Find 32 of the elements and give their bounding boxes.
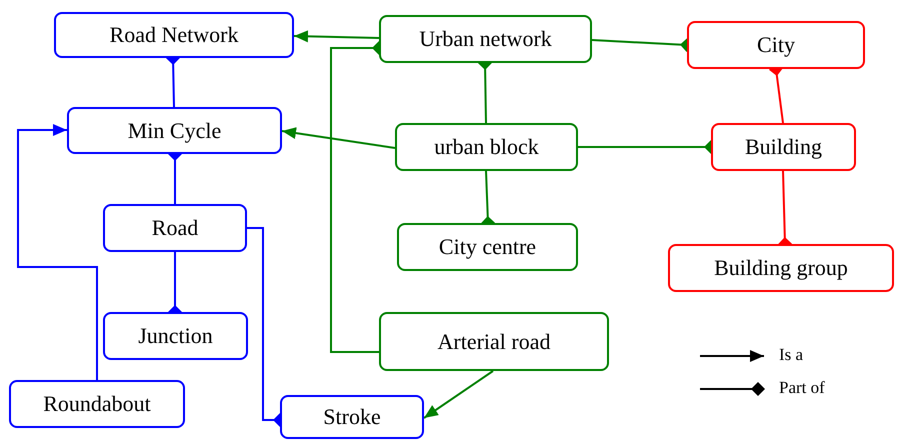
- connector: [282, 127, 396, 149]
- connector: [423, 370, 494, 419]
- connector: [294, 30, 380, 42]
- class-box: [54, 12, 294, 58]
- node-label: Urban network: [419, 26, 552, 52]
- node-label: Building: [744, 134, 822, 160]
- node-label: Junction: [138, 323, 213, 349]
- class-box: [379, 15, 592, 63]
- class-box: [395, 123, 578, 171]
- class-box: [397, 223, 578, 271]
- class-box: [687, 21, 865, 69]
- node-label: Arterial road: [438, 328, 550, 354]
- class-box: [67, 107, 282, 154]
- node-label: Building group: [714, 255, 848, 281]
- node-label: City: [757, 32, 795, 58]
- legend-label: Part of: [779, 378, 825, 398]
- node-label: Road: [152, 215, 198, 241]
- connector: [17, 124, 98, 380]
- legend-label: Is a: [779, 345, 804, 365]
- node-label: Stroke: [323, 404, 381, 430]
- class-box: [280, 395, 424, 439]
- node-label: City centre: [438, 234, 536, 260]
- class-box: [103, 204, 247, 252]
- class-box: [379, 312, 609, 371]
- class-box: [9, 380, 185, 428]
- class-box: [668, 244, 894, 292]
- node-label: Min Cycle: [128, 118, 222, 144]
- class-box: [103, 312, 248, 360]
- node-label: urban block: [434, 134, 539, 160]
- node-label: Road Network: [110, 22, 238, 48]
- node-label: Roundabout: [43, 391, 151, 417]
- class-box: [711, 123, 856, 171]
